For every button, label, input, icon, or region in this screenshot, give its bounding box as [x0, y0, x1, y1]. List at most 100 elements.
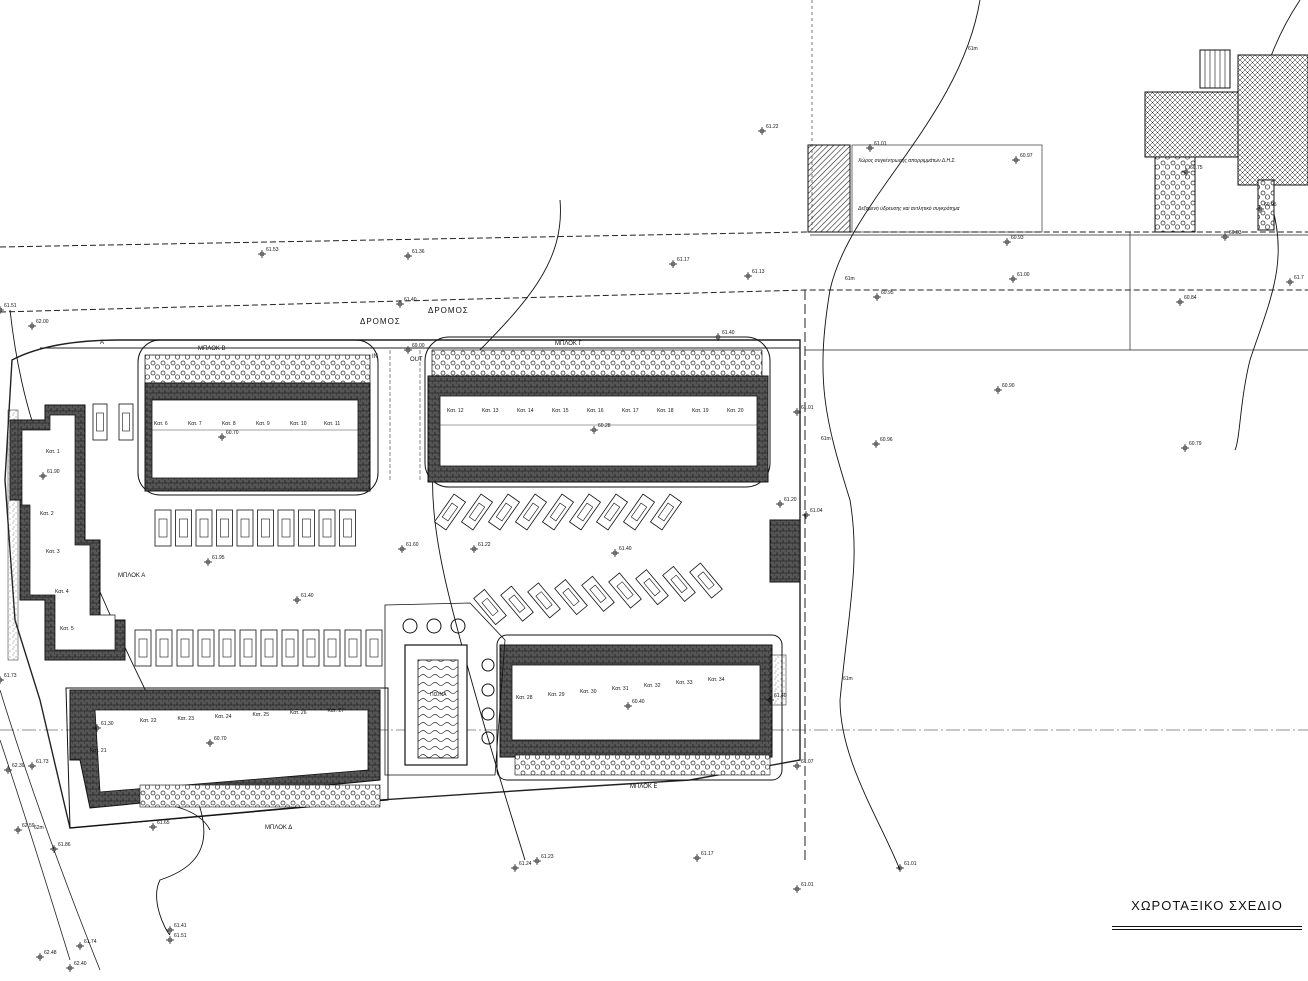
- parking-space: [608, 572, 642, 609]
- spot-level: 62.39: [4, 763, 25, 774]
- spot-level-value: 61.13: [752, 269, 765, 275]
- parking-space: [216, 509, 233, 547]
- parking-space: [323, 629, 341, 667]
- spot-level: 61.40: [714, 330, 735, 341]
- spot-level-value: 60.70: [214, 736, 227, 742]
- unit-label-b: Κατ. 8: [222, 421, 236, 427]
- unit-label-b: Κατ. 7: [188, 421, 202, 427]
- spot-level-value: 61.36: [412, 249, 425, 255]
- parking-space: [344, 629, 362, 667]
- unit-label-e: Κατ. 28: [516, 695, 533, 701]
- spot-level-value: 61.40: [404, 297, 417, 303]
- parking-space: [92, 403, 108, 441]
- corner-label: A: [100, 340, 104, 346]
- spot-level: 61.36: [404, 249, 425, 260]
- spot-level-value: 61.51: [174, 933, 187, 939]
- parking-space: [635, 569, 669, 606]
- parking-space: [595, 493, 629, 531]
- spot-level-value: 61.40: [774, 693, 787, 699]
- spot-level-value: 61.01: [874, 141, 887, 147]
- unit-label-g: Κατ. 20: [727, 408, 744, 414]
- spot-level-value: 61.22: [766, 124, 779, 130]
- spot-level-value: 61.22: [478, 542, 491, 548]
- unit-label-d: Κατ. 22: [140, 718, 157, 724]
- spot-level: 61.22: [758, 124, 779, 135]
- spot-level: 61.7: [1286, 275, 1304, 286]
- spot-level-value: 61.7: [1294, 275, 1304, 281]
- spot-level-value: 60.95: [881, 290, 894, 296]
- parking-space: [197, 629, 215, 667]
- parking-space: [689, 562, 723, 599]
- parking-space: [365, 629, 383, 667]
- parking-space: [195, 509, 213, 547]
- spot-level-value: 62.00: [36, 319, 49, 325]
- spot-level: 60.70: [218, 430, 239, 441]
- sheet-title: ΧΩΡΟΤΑΞΙΚΟ ΣΧΕΔΙΟ: [1112, 898, 1302, 930]
- unit-label-d: Κατ. 27: [328, 708, 345, 714]
- annotation-frame: [851, 144, 1043, 233]
- spot-level-value: 60.96: [880, 437, 893, 443]
- spot-level-value: 61.01: [801, 882, 814, 888]
- spot-level: 61.01: [793, 405, 814, 416]
- pool-label: ΠΙΣΙΝΑ: [430, 692, 447, 698]
- spot-level: 61.53: [258, 247, 279, 258]
- parking-space: [662, 565, 696, 602]
- spot-level-value: 61.86: [58, 842, 71, 848]
- unit-label-g: Κατ. 18: [657, 408, 674, 414]
- spot-level: 60.70: [206, 736, 227, 747]
- unit-label-g: Κατ. 14: [517, 408, 534, 414]
- parking-space: [118, 403, 134, 441]
- spot-level: 61.20: [776, 497, 797, 508]
- parking-space: [649, 493, 683, 531]
- gate-in-label: IN: [372, 354, 378, 360]
- gate-out-label: OUT: [410, 357, 423, 363]
- spot-level-value: 61.95: [212, 555, 225, 561]
- pool-area: [384, 602, 506, 776]
- spot-level-value: 62.59: [22, 823, 35, 829]
- neighbor-buildings: [1144, 49, 1308, 233]
- spot-level-value: 61.73: [36, 759, 49, 765]
- parking-space: [541, 493, 575, 531]
- spot-level: 61.74: [76, 939, 97, 950]
- contour-label-3: 61m: [821, 436, 831, 442]
- spot-level-value: 61.17: [701, 851, 714, 857]
- parking-space: [176, 629, 194, 667]
- unit-label-g: Κατ. 15: [552, 408, 569, 414]
- spot-level-value: 62.40: [74, 961, 87, 967]
- road-label-1: ΔΡΟΜΟΣ: [360, 317, 401, 326]
- spot-level: 61.01: [896, 861, 917, 872]
- unit-label-g: Κατ. 12: [447, 408, 464, 414]
- parking-space: [514, 493, 548, 531]
- unit-label-e: Κατ. 34: [708, 677, 725, 683]
- block-e-label: ΜΠΛΟΚ Ε: [630, 784, 658, 790]
- spot-level: 61.65: [149, 820, 170, 831]
- parking-space: [236, 509, 254, 547]
- parking-space: [460, 493, 494, 531]
- unit-label-a: Κατ. 4: [55, 589, 69, 595]
- unit-label-a: Κατ. 1: [46, 449, 60, 455]
- spot-level-value: 60.75: [1190, 165, 1203, 171]
- block-b-label: ΜΠΛΟΚ Β: [198, 346, 226, 352]
- spot-level: 62.00: [28, 319, 49, 330]
- spot-level-value: 62.39: [12, 763, 25, 769]
- spot-level: 60.79: [1181, 441, 1202, 452]
- spot-level: 60.97: [1012, 153, 1033, 164]
- block-g-label: ΜΠΛΟΚ Γ: [555, 341, 583, 347]
- parking-space: [175, 509, 192, 547]
- parking-space: [239, 629, 257, 667]
- spot-level-value: 61.17: [677, 257, 690, 263]
- spot-level-value: 61.65: [157, 820, 170, 826]
- spot-level: 61.24: [511, 861, 532, 872]
- contour-label-1: 61m: [968, 46, 978, 52]
- unit-label-g: Κατ. 17: [622, 408, 639, 414]
- spot-level-value: 69.00: [412, 343, 425, 349]
- parking-space: [622, 493, 656, 531]
- contour-label-2: 61m: [845, 276, 855, 282]
- spot-level: 61.17: [693, 851, 714, 862]
- spot-level-value: 61.00: [1017, 272, 1030, 278]
- spot-level: 61.73: [0, 673, 17, 684]
- contour-label-5: 62m: [34, 825, 44, 831]
- spot-level-value: 60.95: [1264, 202, 1277, 208]
